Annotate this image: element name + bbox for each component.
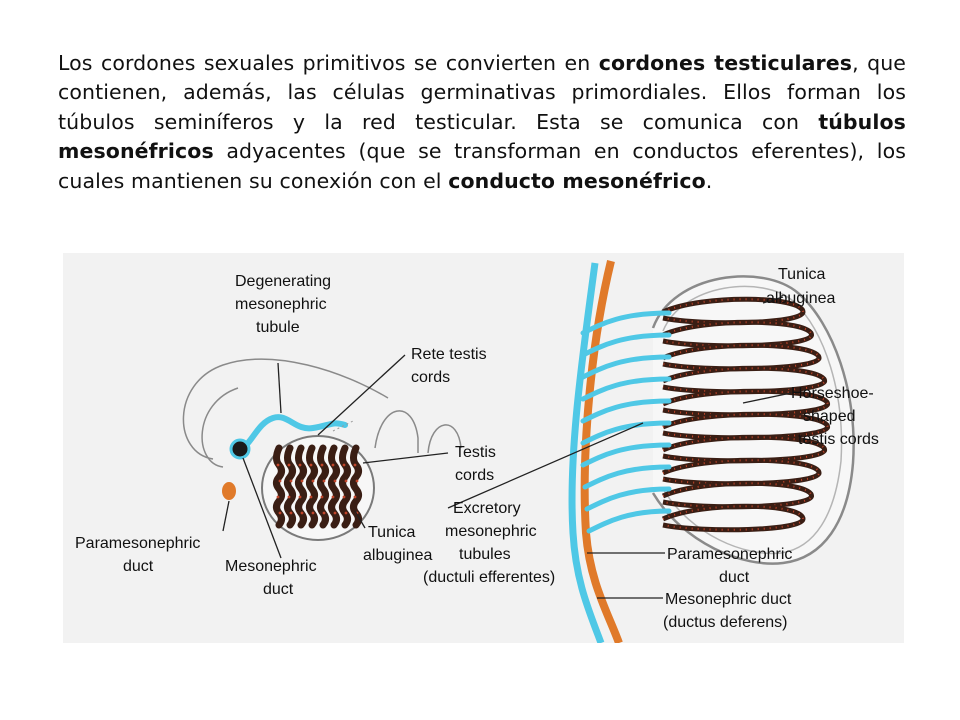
cord-cell [289,479,293,483]
label-degenerating-tubule: Degenerating mesonephric tubule [235,273,336,336]
cord-cell [287,495,291,499]
efferent-tubule [580,310,672,336]
cord-cell [309,463,313,467]
mesonephros-outline [182,358,389,460]
description-paragraph: Los cordones sexuales primitivos se conv… [58,49,906,197]
degenerating-tubule [238,414,348,453]
efferent-tubule [580,354,672,380]
mesonephros-outline [201,387,239,468]
cord-cell [353,463,357,467]
rete-testis-tubules [580,310,672,534]
mesonephric-duct-section [229,438,251,460]
early-testis-cords [273,444,362,529]
efferent-tubule [580,376,672,402]
cord-cell [298,495,302,499]
efferent-tubule [580,332,672,358]
label-excretory-tubules: Excretory mesonephric tubules (ductuli e… [423,500,555,586]
term-cordones-testiculares: cordones testiculares [598,50,853,75]
text-segment: . [705,168,713,193]
cord-cell [320,495,324,499]
cord-cell [322,479,326,483]
term-tubulos-mesonefricos: túbulos mesonéfricos [58,109,906,164]
cord-cell [333,479,337,483]
leader-lines [222,296,792,599]
tunica-inner-outline [662,285,843,555]
horseshoe-testis-cords [661,296,831,533]
cord-cell [289,511,293,515]
cord-cell [300,511,304,515]
cord-cell [333,511,337,515]
cord-cell [276,495,280,499]
cord-cell [355,479,359,483]
cord-cell [353,495,357,499]
dotted-connection [332,420,354,432]
efferent-tubule [582,464,672,490]
mesonephros-outline [374,410,419,453]
cord-cell [276,463,280,467]
cord-cell [322,511,326,515]
early-testis-drawing [182,358,462,541]
efferent-tubule [580,442,672,468]
cord-cell [311,511,315,515]
label-tunica-albuginea-right: Tunica albuginea [766,266,836,307]
cord-cell [331,495,335,499]
horseshoe-cord [661,503,806,533]
cord-cell [278,511,282,515]
cord-cell [298,463,302,467]
label-horseshoe-testis-cords: Horseshoe- shaped testis cords [791,385,879,448]
text-segment: adyacentes (que se transforman en conduc… [58,139,906,193]
label-mesonephric-duct-right: Mesonephric duct (ductus deferens) [663,591,796,631]
text-segment: Los cordones sexuales primitivos se conv… [58,50,599,75]
label-rete-testis-cords: Rete testis cords [411,346,491,386]
efferent-tubule [580,420,672,446]
efferent-tubule [584,486,672,512]
cord-cell [309,495,313,499]
cord-cell [278,479,282,483]
cord-cell [331,463,335,467]
cord-cell [342,495,346,499]
label-paramesonephric-duct-left: Paramesonephric duct [75,535,205,575]
mesonephros-outline [427,424,462,454]
cord-cell [300,479,304,483]
paramesonephric-duct-section [222,482,236,500]
label-paramesonephric-duct-right: Paramesonephric duct [667,546,797,586]
cord-cell [344,511,348,515]
cord-cell [342,463,346,467]
cord-cell [344,479,348,483]
text-segment: , que contienen, además, las células ger… [58,50,906,134]
label-testis-cords: Testis cords [455,444,500,484]
label-mesonephric-duct-left: Mesonephric duct [225,558,321,598]
label-tunica-albuginea-left: Tunica albuginea [363,524,433,564]
efferent-tubule [586,508,672,534]
later-testis-drawing [568,260,855,643]
testis-development-diagram: Degenerating mesonephric tubule Rete tes… [63,253,904,643]
diagram-svg: Degenerating mesonephric tubule Rete tes… [75,260,879,643]
cord-cell [320,463,324,467]
cord-cell [311,479,315,483]
cord-cell [287,463,291,467]
term-conducto-mesonefrico: conducto mesonéfrico [448,168,706,193]
efferent-tubule [580,398,672,424]
